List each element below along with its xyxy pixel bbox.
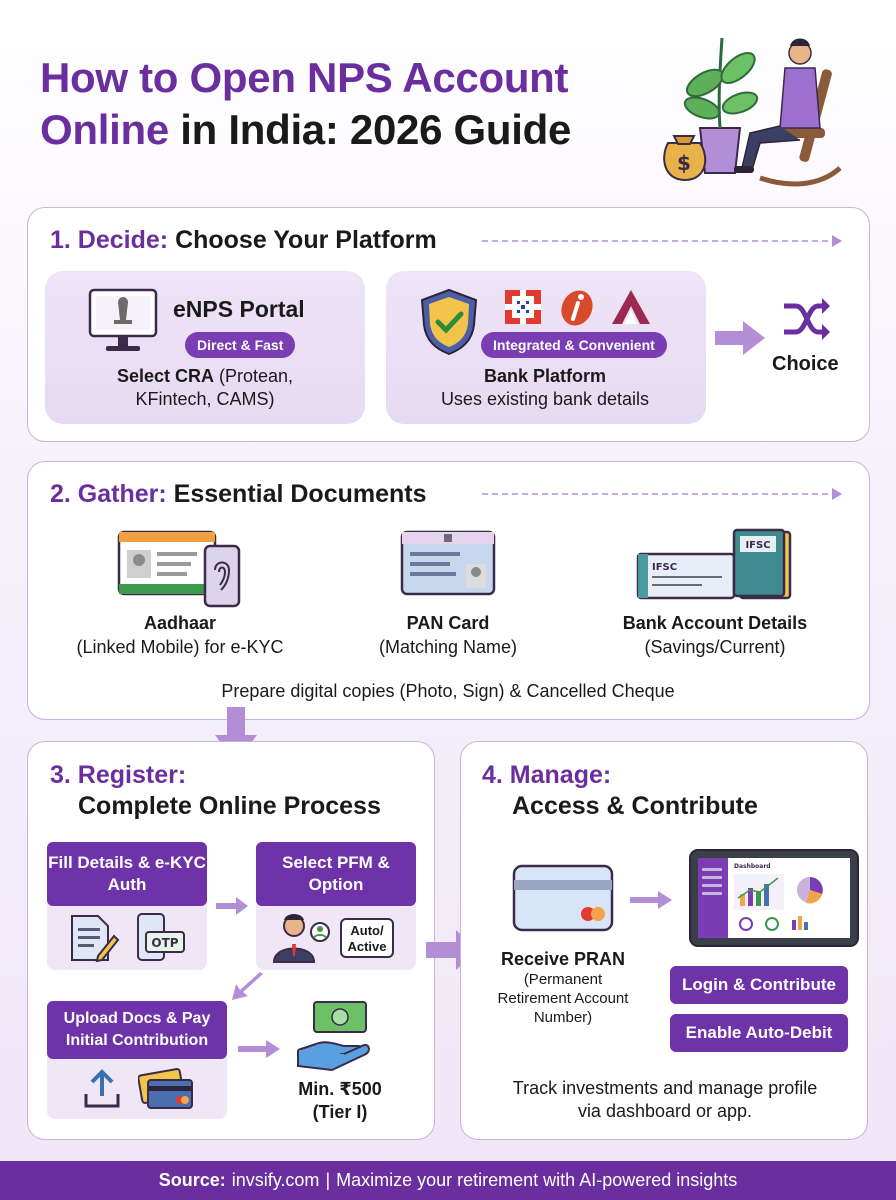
step2-dashed-arrow bbox=[482, 488, 842, 500]
cheque-book-icon: IFSC IFSC bbox=[636, 528, 792, 600]
aadhaar-card-icon bbox=[117, 530, 241, 608]
step2-title: Essential Documents bbox=[173, 480, 427, 508]
dashboard-tablet-icon: Dashboard bbox=[689, 849, 859, 947]
step2-number: 2. Gather: bbox=[50, 480, 167, 508]
shield-check-icon bbox=[420, 288, 478, 356]
enps-title: eNPS Portal bbox=[173, 296, 305, 322]
select-pfm-button[interactable]: Select PFM & Option bbox=[256, 842, 416, 906]
enable-auto-debit-button[interactable]: Enable Auto-Debit bbox=[670, 1014, 848, 1052]
enps-cra-rest: (Protean, bbox=[219, 366, 294, 386]
auto-active-badge: Auto/ Active bbox=[340, 918, 394, 958]
enps-cra-bold: Select CRA bbox=[116, 366, 214, 386]
login-contribute-button[interactable]: Login & Contribute bbox=[670, 966, 848, 1004]
bank-logo-1-icon bbox=[505, 290, 541, 324]
step1-title: Choose Your Platform bbox=[175, 226, 437, 254]
step1-number: 1. Decide: bbox=[50, 226, 169, 254]
title-rest: in India: 2026 Guide bbox=[180, 106, 572, 153]
enps-badge: Direct & Fast bbox=[185, 332, 296, 358]
pan-desc: (Matching Name) bbox=[378, 637, 518, 657]
min-amount: Min. ₹500 bbox=[298, 1079, 382, 1099]
upload-pay-button[interactable]: Upload Docs & Pay Initial Contribution bbox=[47, 1001, 227, 1059]
right-arrow-small-3-icon bbox=[630, 891, 672, 909]
pran-card-icon bbox=[512, 864, 614, 932]
pran-desc: (Permanent Retirement Account Number) bbox=[497, 971, 629, 1026]
right-arrow-small-2-icon bbox=[238, 1040, 280, 1058]
pan-card-icon bbox=[400, 530, 496, 596]
step4-number: 4. Manage: bbox=[482, 761, 612, 789]
step1-heading: 1. Decide: Choose Your Platform bbox=[50, 226, 437, 255]
retirement-illustration-icon: $ bbox=[663, 37, 842, 187]
pan-title: PAN Card bbox=[406, 613, 490, 633]
choice-label: Choice bbox=[772, 353, 839, 375]
pran-title: Receive PRAN bbox=[500, 949, 626, 969]
bank-title: Bank Platform bbox=[483, 366, 607, 386]
dashboard-label: Dashboard bbox=[734, 863, 771, 870]
documents-note: Prepare digital copies (Photo, Sign) & C… bbox=[221, 681, 675, 701]
title-online: Online bbox=[40, 106, 169, 153]
aadhaar-desc: (Linked Mobile) for e-KYC bbox=[76, 637, 284, 657]
otp-phone-icon: OTP bbox=[137, 913, 185, 961]
step3-number: 3. Register: bbox=[50, 761, 187, 789]
right-arrow-small-icon bbox=[216, 897, 248, 915]
title-line-1: How to Open NPS Account bbox=[40, 54, 569, 101]
advisor-person-icon bbox=[272, 914, 330, 963]
upload-icon bbox=[84, 1069, 120, 1108]
computer-emblem-icon bbox=[88, 288, 158, 351]
bank-logo-3-icon bbox=[612, 290, 650, 324]
shuffle-icon bbox=[784, 298, 830, 340]
svg-text:$: $ bbox=[677, 151, 691, 175]
bank-details-title: Bank Account Details bbox=[622, 613, 808, 633]
bank-badge: Integrated & Convenient bbox=[481, 332, 667, 358]
manage-note: Track investments and manage profile via… bbox=[512, 1078, 818, 1121]
footer-source-label: Source: bbox=[158, 1170, 226, 1190]
bank-desc: Uses existing bank details bbox=[440, 389, 650, 409]
footer-tagline: Maximize your retirement with AI-powered… bbox=[336, 1170, 738, 1190]
document-pen-icon bbox=[71, 915, 120, 963]
bank-logo-2-icon bbox=[561, 290, 593, 326]
aadhaar-title: Aadhaar bbox=[143, 613, 217, 633]
step3-title: Complete Online Process bbox=[78, 792, 381, 820]
money-hand-icon bbox=[297, 1001, 370, 1072]
footer-divider: | bbox=[325, 1170, 331, 1190]
footer-bar: Source: invsify.com | Maximize your reti… bbox=[0, 1161, 896, 1200]
tier-label: (Tier I) bbox=[312, 1102, 368, 1122]
step4-number-line: 4. Manage: bbox=[482, 761, 611, 790]
bank-details-desc: (Savings/Current) bbox=[644, 637, 786, 657]
footer-source-link[interactable]: invsify.com bbox=[231, 1170, 320, 1190]
step4-title: Access & Contribute bbox=[512, 792, 758, 820]
step1-dashed-arrow bbox=[482, 235, 842, 247]
page-title: How to Open NPS Account Online in India:… bbox=[40, 52, 640, 156]
fill-details-button[interactable]: Fill Details & e-KYC Auth bbox=[47, 842, 207, 906]
otp-label: OTP bbox=[151, 936, 178, 950]
cheque-ifsc-label: IFSC bbox=[652, 562, 677, 573]
credit-cards-icon bbox=[138, 1068, 193, 1109]
step2-heading: 2. Gather: Essential Documents bbox=[50, 480, 427, 509]
down-left-arrow-icon bbox=[232, 972, 263, 1000]
right-arrow-icon bbox=[715, 321, 765, 355]
enps-cra-line2: KFintech, CAMS) bbox=[135, 389, 275, 409]
enps-cra-text: Select CRA (Protean, KFintech, CAMS) bbox=[60, 365, 350, 411]
step3-number-line: 3. Register: bbox=[50, 761, 186, 790]
book-ifsc-label: IFSC bbox=[745, 540, 770, 551]
